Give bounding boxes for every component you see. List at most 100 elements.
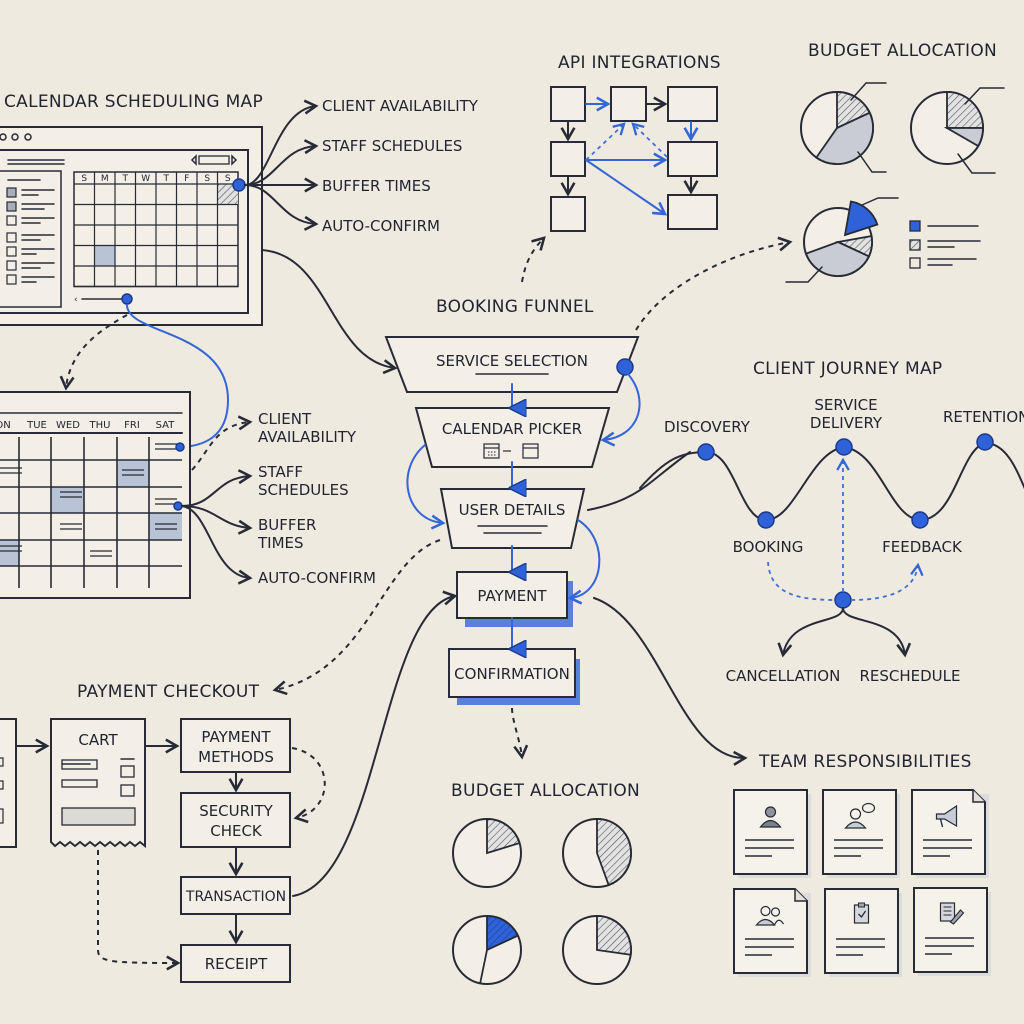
- team-card[interactable]: [733, 888, 811, 977]
- api-node: [667, 86, 718, 122]
- weekday-initial: S: [225, 174, 231, 184]
- branch-label: STAFF SCHEDULES: [322, 137, 462, 155]
- transaction-node[interactable]: [180, 876, 291, 915]
- stage-service-delivery-line1: SERVICE: [814, 396, 877, 414]
- funnel-step-label: SERVICE SELECTION: [436, 352, 588, 370]
- booked-slot[interactable]: [0, 540, 19, 566]
- journey-stage-node[interactable]: [911, 511, 929, 529]
- slider-handle[interactable]: [121, 293, 133, 305]
- connector-to-checkout: [272, 539, 441, 696]
- connector-blue: [126, 304, 230, 448]
- checkbox[interactable]: [6, 274, 17, 285]
- clipboard-check-icon: [853, 902, 870, 924]
- receipt-label: RECEIPT: [205, 955, 268, 973]
- client-journey-map: CLIENT JOURNEY MAP DISCOVERY BOOKING SER…: [639, 359, 1024, 685]
- checkbox[interactable]: [6, 215, 17, 226]
- pie-slice-hatched: [946, 91, 984, 129]
- team-card[interactable]: [913, 887, 991, 976]
- legend-swatch-empty: [909, 257, 921, 269]
- person-icon: [759, 806, 782, 828]
- outcome-cancellation: CANCELLATION: [726, 667, 841, 685]
- stage-discovery: DISCOVERY: [664, 418, 751, 436]
- payment-methods-node[interactable]: [180, 718, 291, 773]
- funnel-step-service-selection[interactable]: [384, 336, 640, 393]
- api-node: [667, 141, 718, 177]
- branch-label: AUTO-CONFIRM: [322, 217, 440, 235]
- checkbox[interactable]: [6, 260, 17, 271]
- api-node: [610, 86, 647, 122]
- connector-dashed: [59, 314, 128, 391]
- weekly-frame: [0, 391, 191, 599]
- api-node: [550, 141, 586, 177]
- team-card[interactable]: [824, 888, 902, 977]
- pie-slice-blue-exploded: [843, 200, 879, 237]
- legend-swatch-blue: [909, 220, 921, 232]
- highlighted-day[interactable]: [94, 245, 116, 267]
- journey-hub-node[interactable]: [834, 591, 852, 609]
- weekday-label: SAT: [156, 420, 176, 431]
- journey-stage-node[interactable]: [697, 443, 715, 461]
- team-card[interactable]: [911, 789, 989, 878]
- calendar-scheduling-map: CALENDAR SCHEDULING MAP: [0, 92, 479, 326]
- budget-bottom-title: BUDGET ALLOCATION: [451, 781, 640, 801]
- checkout-button[interactable]: [61, 807, 136, 826]
- pie-group: [800, 91, 984, 277]
- month-nav[interactable]: [190, 154, 238, 166]
- transaction-label: TRANSACTION: [185, 889, 286, 905]
- stage-feedback: FEEDBACK: [882, 538, 963, 556]
- booked-slot[interactable]: [149, 513, 182, 540]
- selected-day[interactable]: [217, 184, 239, 205]
- checkbox[interactable]: [6, 232, 17, 243]
- prev-month-icon[interactable]: [190, 154, 197, 166]
- journey-title: CLIENT JOURNEY MAP: [753, 359, 942, 379]
- connector-transaction-to-payment: [292, 590, 458, 897]
- budget-top-title: BUDGET ALLOCATION: [808, 41, 997, 61]
- team-card[interactable]: [822, 789, 900, 878]
- api-title: API INTEGRATIONS: [558, 53, 721, 73]
- booked-slot[interactable]: [117, 460, 149, 487]
- api-node: [550, 86, 586, 122]
- booked-slot[interactable]: [51, 487, 84, 513]
- pie-slice: [486, 915, 520, 952]
- next-month-icon[interactable]: [231, 154, 238, 166]
- pie-slice: [596, 818, 632, 887]
- journey-stage-node[interactable]: [835, 438, 853, 456]
- cart-label: CART: [78, 731, 118, 749]
- funnel-step-calendar-picker[interactable]: [414, 407, 611, 468]
- branch-label: CLIENT AVAILABILITY: [322, 97, 479, 115]
- connector-to-team: [593, 597, 748, 766]
- funnel-step-label: CALENDAR PICKER: [442, 420, 582, 438]
- outcome-reschedule: RESCHEDULE: [859, 667, 960, 685]
- funnel-title: BOOKING FUNNEL: [436, 297, 594, 317]
- checkbox-checked[interactable]: [6, 201, 17, 212]
- receipt-node[interactable]: [180, 944, 291, 983]
- security-check-line1: SECURITY: [199, 802, 273, 820]
- pie-slice: [486, 818, 521, 855]
- journey-stage-node[interactable]: [976, 433, 994, 451]
- team-responsibilities: TEAM RESPONSIBILITIES: [733, 752, 991, 977]
- api-node: [667, 194, 718, 230]
- funnel-step-user-details[interactable]: [439, 488, 586, 549]
- megaphone-icon: [935, 804, 958, 828]
- branch-label: BUFFER TIMES: [322, 177, 431, 195]
- connector-dashed: [635, 236, 793, 331]
- security-check-node[interactable]: [180, 792, 291, 848]
- stage-service-delivery-line2: DELIVERY: [810, 414, 883, 432]
- weekday-label: THU: [89, 420, 111, 431]
- weekday-label: TUE: [26, 420, 47, 431]
- checkbox[interactable]: [6, 246, 17, 257]
- checkbox-checked[interactable]: [6, 187, 17, 198]
- weekday-label: FRI: [124, 420, 140, 431]
- team-card[interactable]: [733, 789, 811, 878]
- connector-node: [232, 178, 246, 192]
- journey-curve: [639, 442, 1024, 521]
- weekday-header: ONTUEWEDTHUFRISAT: [0, 420, 175, 431]
- weekday-initial: S: [204, 174, 210, 184]
- branch-label: AUTO-CONFIRM: [258, 569, 376, 587]
- funnel-step-label: USER DETAILS: [459, 501, 566, 519]
- journey-stage-node[interactable]: [757, 511, 775, 529]
- calendar-map-title: CALENDAR SCHEDULING MAP: [4, 92, 263, 112]
- team-card-grid: [733, 789, 991, 977]
